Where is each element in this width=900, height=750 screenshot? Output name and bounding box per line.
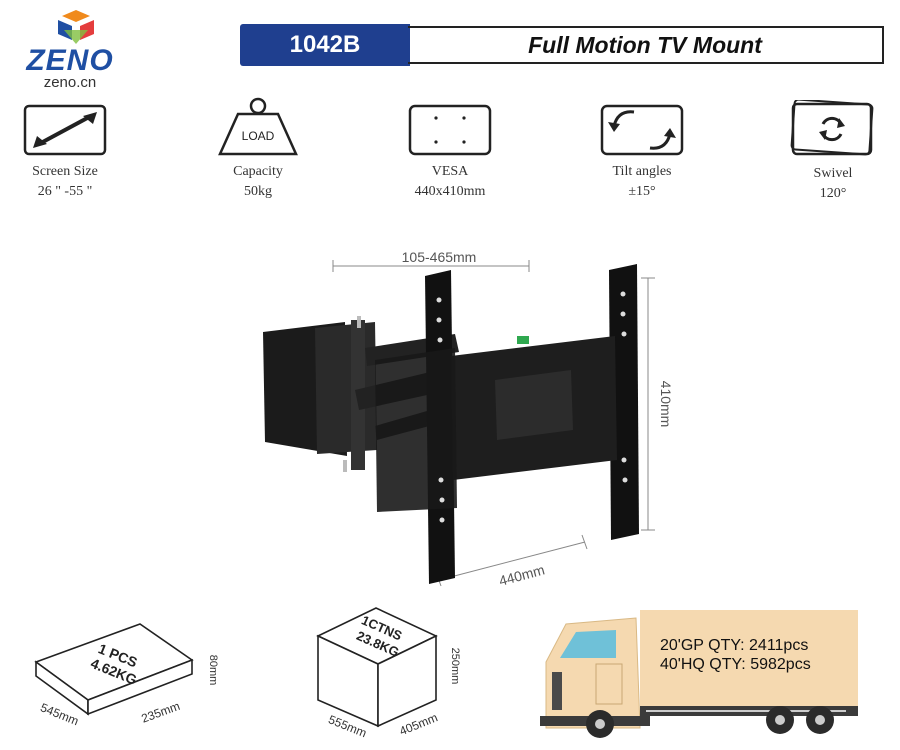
spec-value: 440x410mm [414,184,486,199]
model-number: 1042B [240,24,410,66]
spec-value: 50kg [244,184,272,199]
double-arrow-icon [23,104,107,156]
wall-plate [263,320,377,470]
spec-label: Capacity [233,164,283,179]
width-label: 440mm [497,561,546,589]
spec-vesa: VESA 440x410mm [375,104,525,202]
qty-40hq: 40'HQ QTY: 5982pcs [660,656,811,673]
spec-value: ±15° [628,184,656,199]
qty-20gp: 20'GP QTY: 2411pcs [660,637,809,654]
shipping-qty: 20'GP QTY: 2411pcs 40'HQ QTY: 5982pcs [660,636,811,674]
vesa-holes-icon [408,104,492,156]
spec-label: Tilt angles [612,164,672,179]
truck-wheels [586,706,834,738]
spec-label: VESA [431,164,469,179]
single-package-box: 1 PCS 4.62KG 545mm 235mm 80mm [34,623,219,728]
bracket-holes [436,291,628,523]
package-width-label: 235mm [139,699,181,726]
spec-screen-size: Screen Size 26 " -55 " [0,104,140,202]
height-label: 410mm [658,381,674,428]
spec-tilt: Tilt angles ±15° [567,104,717,202]
tv-brackets [375,264,639,584]
spec-capacity: LOAD Capacity 50kg [183,96,333,202]
package-height-label: 80mm [207,655,219,686]
arm-extension-label: 105-465mm [402,249,477,265]
carton-height-label: 250mm [449,648,461,685]
spec-label: Screen Size [32,164,98,179]
product-title: Full Motion TV Mount [408,26,884,64]
spec-value: 26 " -55 " [37,184,93,199]
tilt-arrows-icon [600,104,684,156]
tv-mount-product-image: 105-465mm 410mm 440mm [263,249,674,589]
zeno-logo-icon [58,10,94,44]
bolts [343,316,361,472]
spec-value: 120° [819,186,847,201]
truck-icon [540,610,858,738]
brand-name: ZENO [26,44,114,77]
brand-url: zeno.cn [43,74,97,91]
load-icon-text: LOAD [242,129,275,143]
spec-label: Swivel [813,166,853,181]
spirit-level [517,336,529,344]
swivel-rotate-icon [790,100,874,156]
load-weight-icon: LOAD [218,97,298,156]
truck-cargo [640,610,858,706]
spec-swivel: Swivel 120° [758,100,900,204]
carton-box: 1CTNS 23.8KG 555mm 405mm 250mm [316,607,461,740]
dimension-lines [332,260,655,587]
